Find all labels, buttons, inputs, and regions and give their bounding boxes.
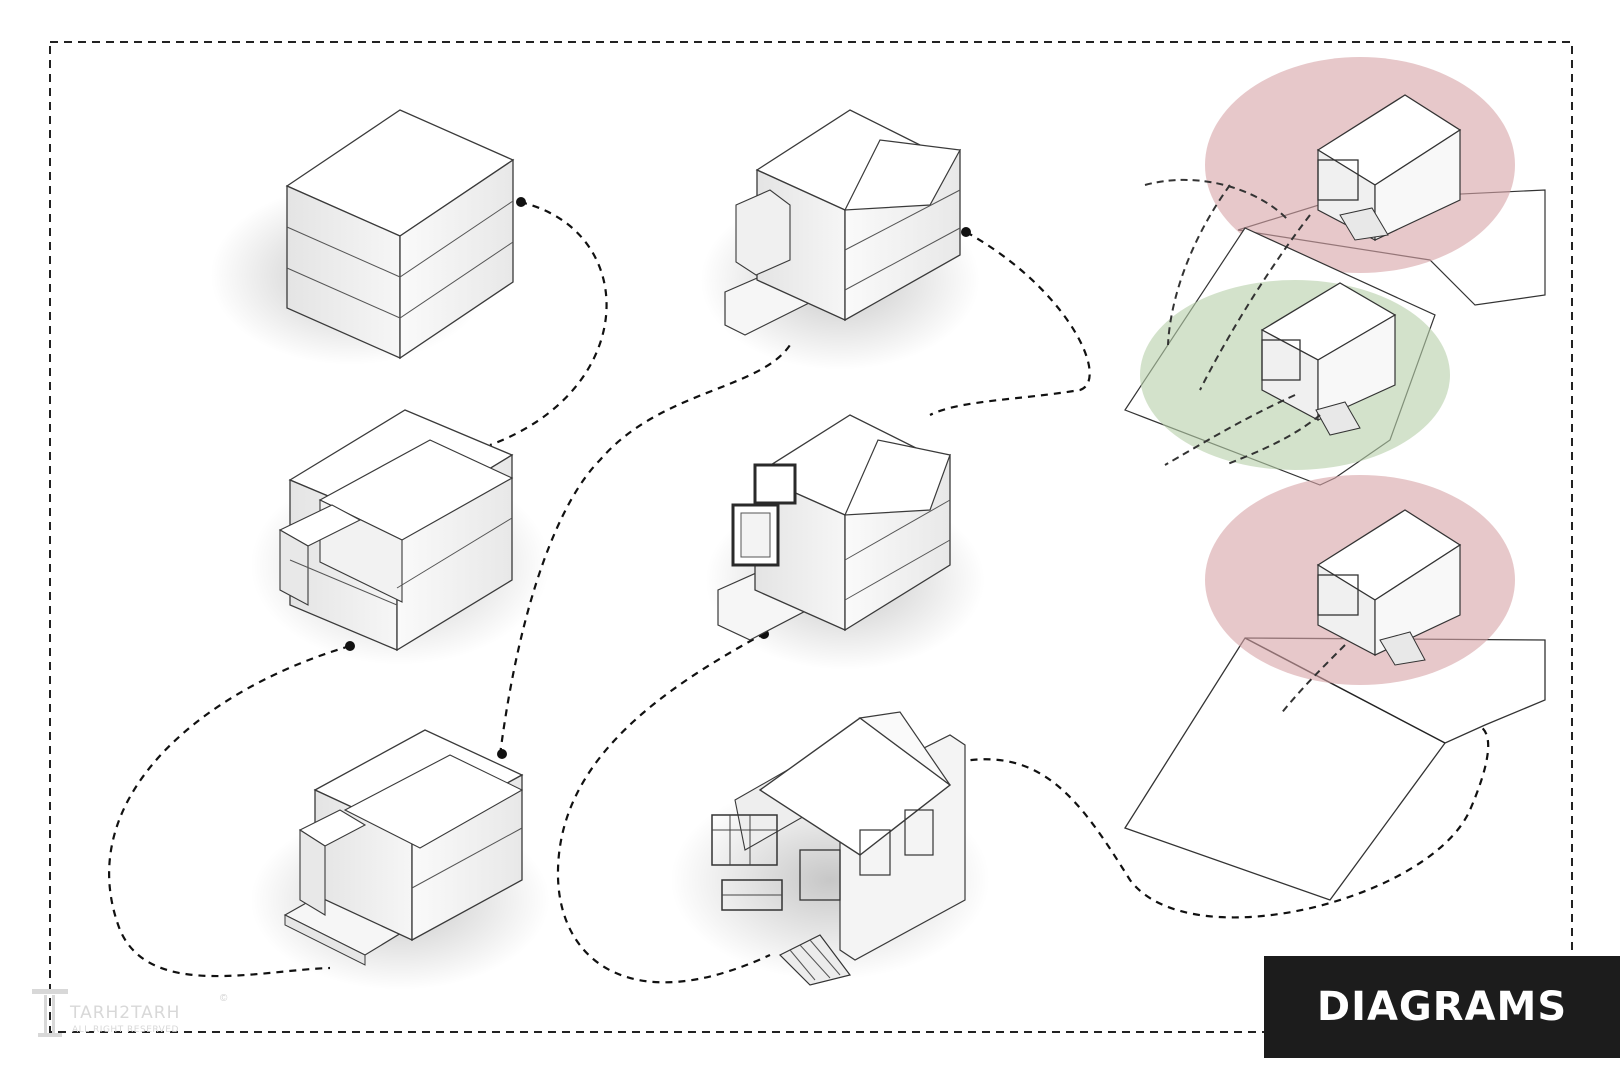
copyright-mark: © xyxy=(220,993,228,1004)
view-arrow-icon xyxy=(1144,178,1289,221)
connector-4-5 xyxy=(929,231,1091,416)
step-connectors xyxy=(108,200,1490,984)
marker-dot xyxy=(516,197,526,207)
connector-2-3 xyxy=(108,644,351,978)
massing-step-3 xyxy=(250,729,550,990)
site-zone-top xyxy=(1144,57,1546,306)
massing-step-2 xyxy=(250,409,550,665)
page-title: DIAGRAMS xyxy=(1316,984,1568,1030)
connector-1-2 xyxy=(489,200,608,447)
title-banner: DIAGRAMS xyxy=(1264,956,1620,1058)
marker-dot xyxy=(961,227,971,237)
connector-6-site xyxy=(944,725,1490,919)
logo-tagline: ALL RIGHT RESERVED xyxy=(72,1025,179,1035)
column-logo-icon xyxy=(32,989,68,1037)
marker-dot xyxy=(497,749,507,759)
connector-5-6 xyxy=(556,632,771,984)
dashed-frame xyxy=(49,41,1573,1033)
connector-3-4 xyxy=(498,344,791,756)
massing-step-6 xyxy=(670,711,990,986)
site-zone-middle xyxy=(1124,184,1450,486)
dashed-arrow-icon xyxy=(1279,644,1346,716)
logo-name: TARH2TARH xyxy=(70,1003,181,1023)
dashed-arrow-icon xyxy=(1164,184,1321,466)
site-zone-bottom xyxy=(1124,475,1546,901)
massing-step-5 xyxy=(705,414,985,670)
brand-logo: TARH2TARH © ALL RIGHT RESERVED xyxy=(30,985,240,1055)
massing-step-1 xyxy=(210,109,515,365)
massing-step-4 xyxy=(700,109,980,370)
